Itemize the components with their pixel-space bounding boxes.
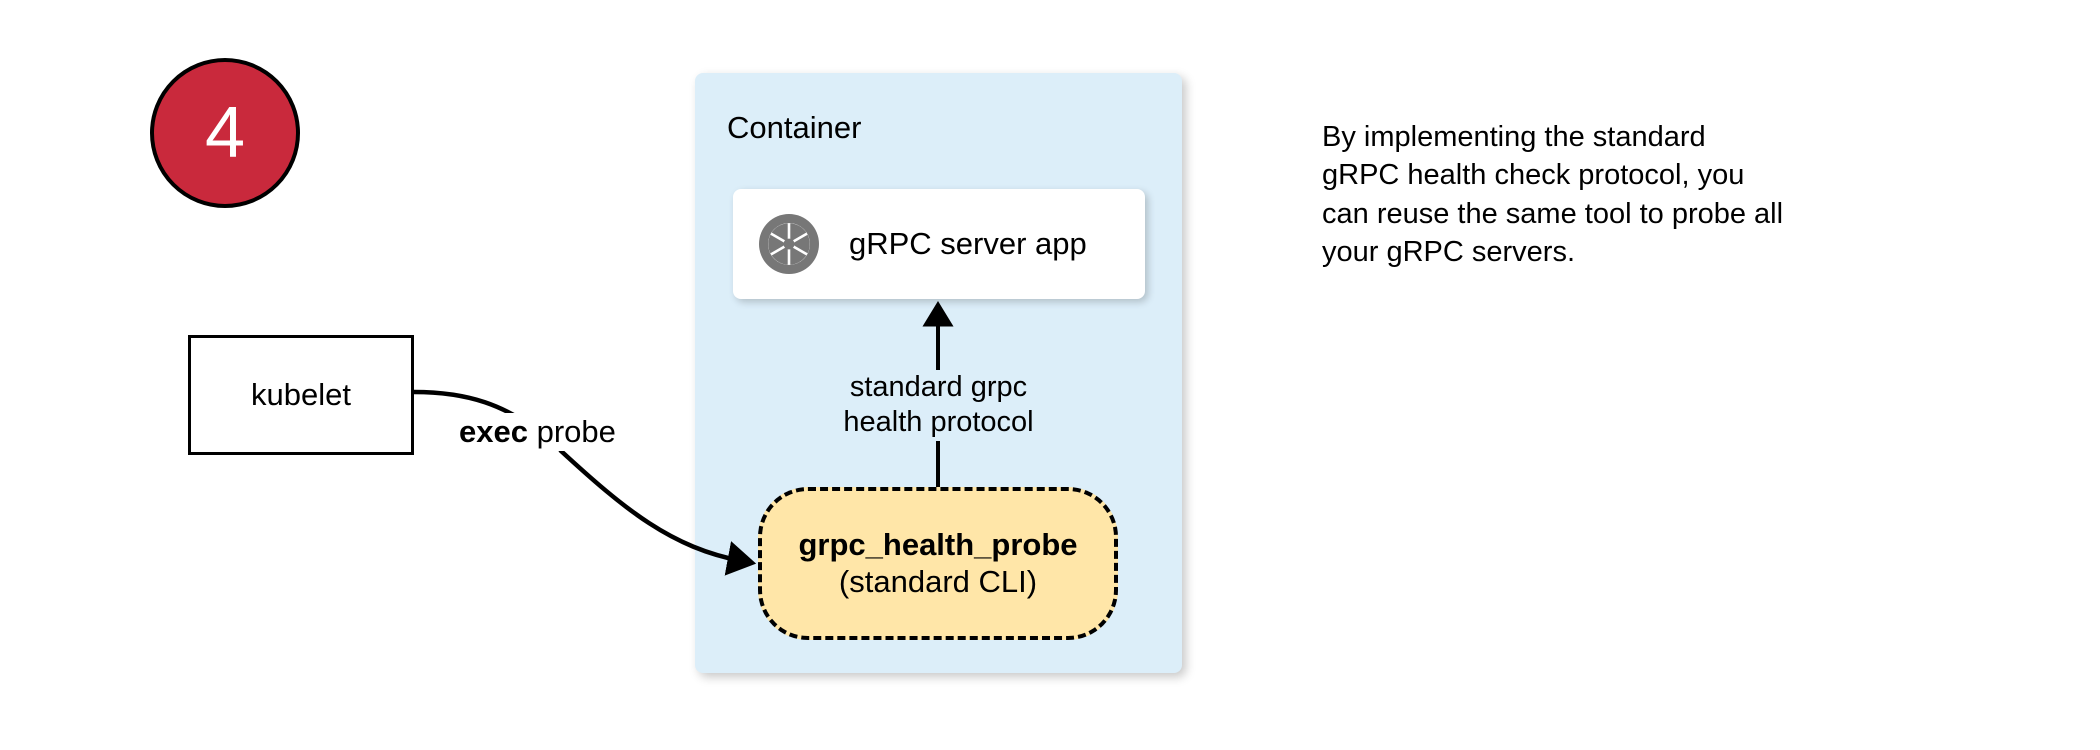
protocol-edge-label-line2: health protocol (695, 405, 1182, 441)
side-note-line-4: your gRPC servers. (1322, 235, 1576, 268)
grpc-aperture-icon (759, 214, 819, 274)
side-note-line-2: gRPC health check protocol, you (1322, 159, 1745, 192)
step-number-text: 4 (204, 93, 246, 173)
grpc-server-app-card: gRPC server app (733, 189, 1145, 299)
grpc-server-app-label: gRPC server app (849, 225, 1087, 261)
grpc-health-probe-title: grpc_health_probe (798, 526, 1078, 562)
grpc-health-probe-node: grpc_health_probe (standard CLI) (758, 487, 1118, 640)
side-note-line-1: By implementing the standard (1322, 121, 1706, 153)
kubelet-label: kubelet (251, 376, 351, 412)
kubelet-node: kubelet (188, 335, 414, 455)
container-panel: Container (695, 73, 1182, 673)
side-note: By implementing the standard gRPC health… (1322, 118, 1922, 271)
side-note-line-3: can reuse the same tool to probe all (1322, 197, 1784, 230)
exec-probe-edge-label-bold: exec (459, 414, 528, 449)
container-title: Container (727, 110, 862, 145)
protocol-edge-label-line1: standard grpc (695, 370, 1182, 406)
exec-probe-edge-label-rest: probe (527, 414, 616, 449)
exec-probe-edge-label: exec probe (455, 413, 620, 452)
grpc-health-probe-subtitle: (standard CLI) (838, 563, 1038, 599)
protocol-edge-label: standard grpc health protocol (695, 370, 1182, 441)
step-number-badge: 4 (150, 58, 300, 208)
